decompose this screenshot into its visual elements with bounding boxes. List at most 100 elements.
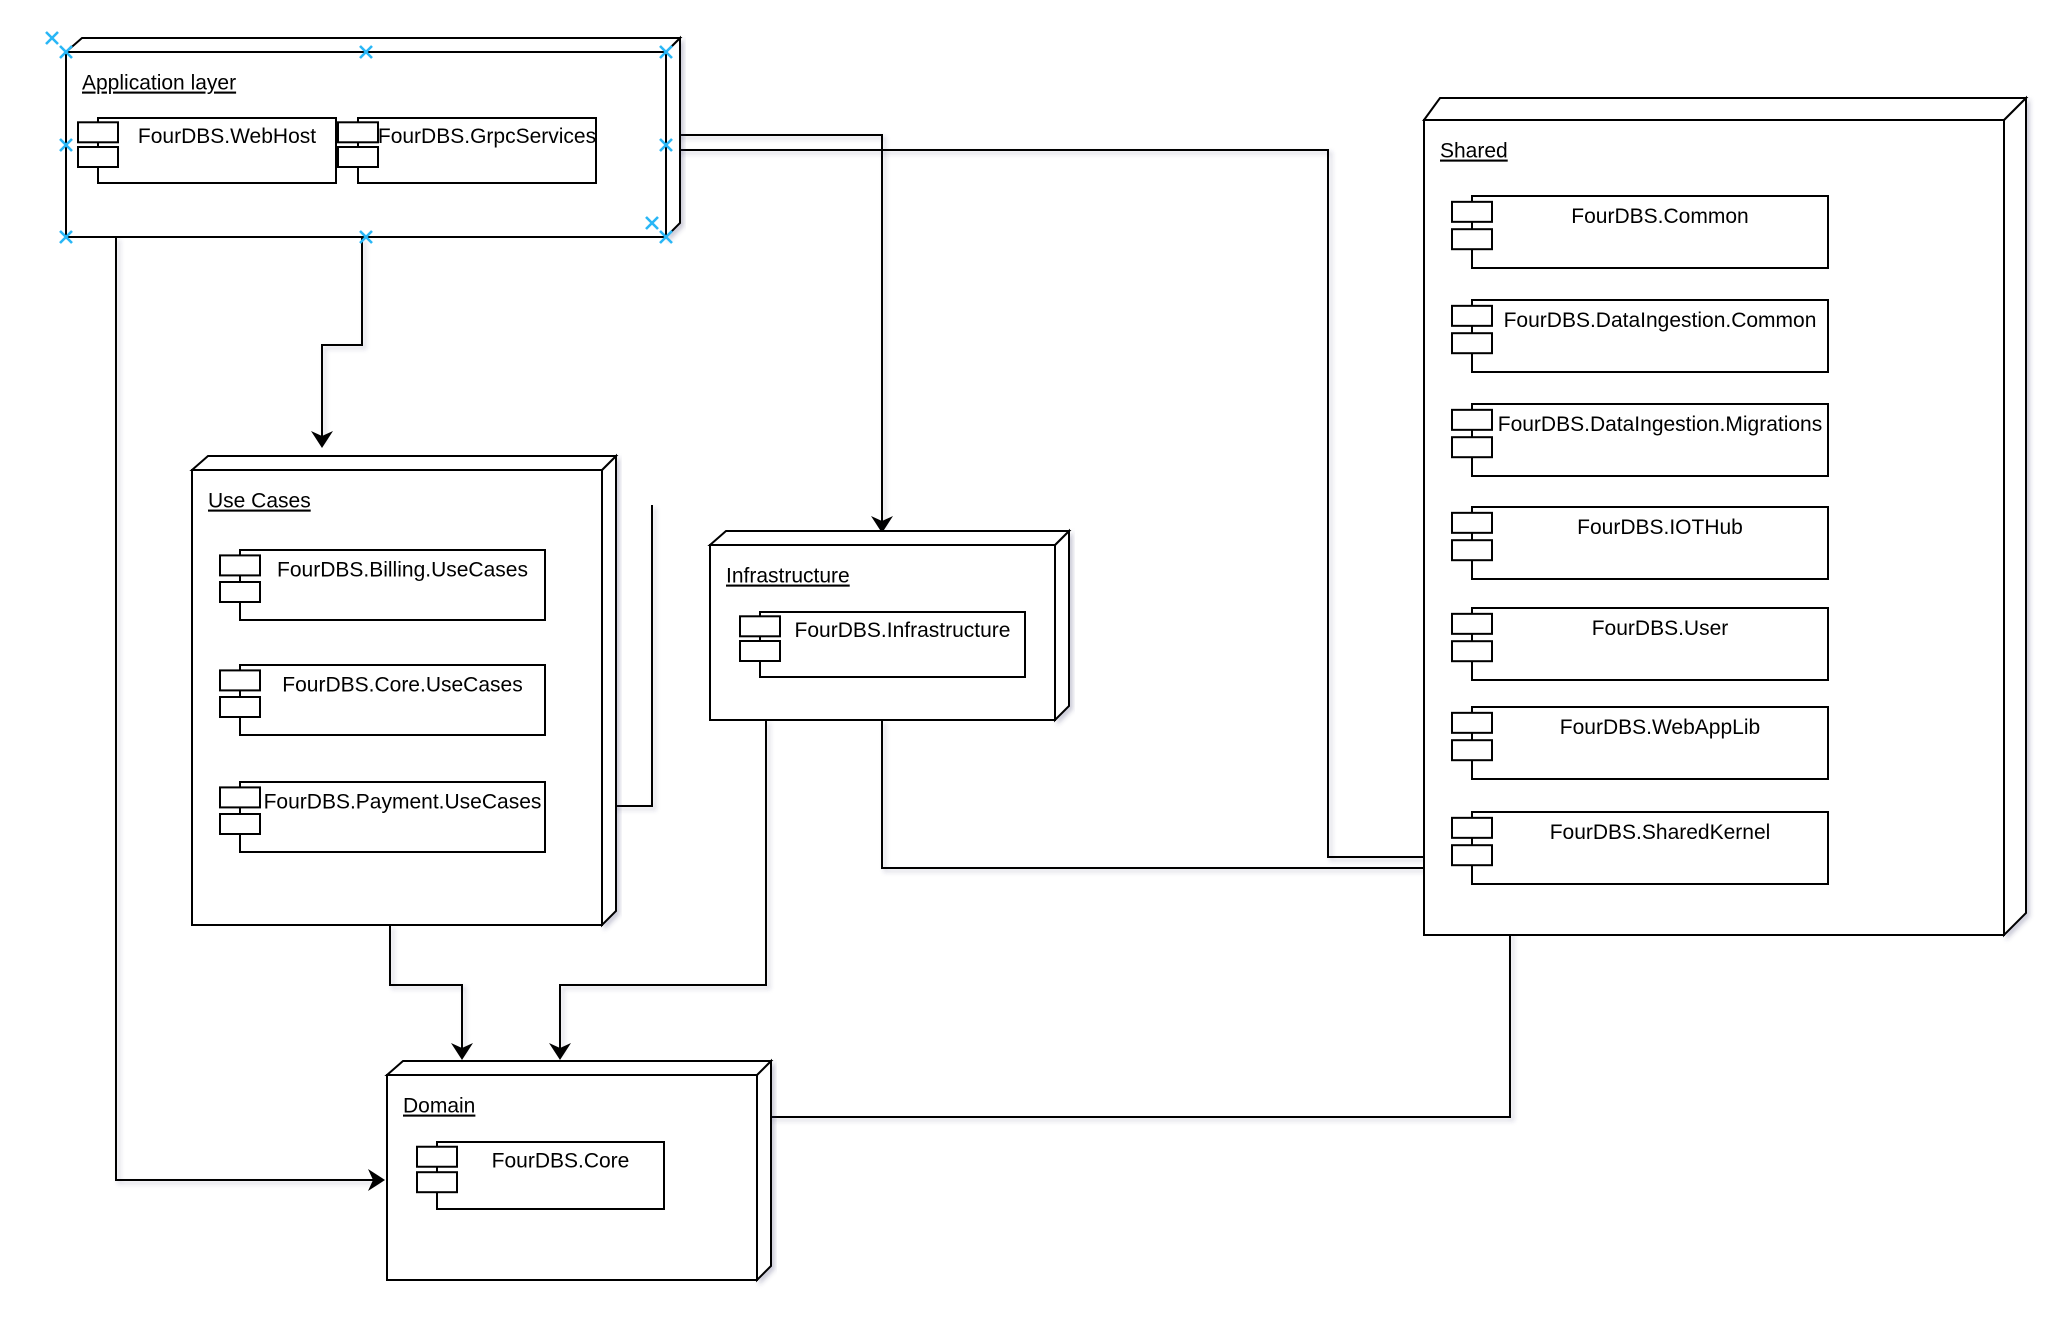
component-fourdbs-core[interactable]: FourDBS.Core [416, 1141, 665, 1210]
edge-app-to-domain[interactable] [115, 237, 385, 1191]
package-label: Domain [403, 1095, 475, 1118]
component-label: FourDBS.WebHost [138, 125, 316, 148]
component-box[interactable] [239, 664, 546, 736]
selection-handle-3[interactable] [59, 138, 73, 152]
component-fourdbs-core-usecases[interactable]: FourDBS.Core.UseCases [219, 664, 546, 736]
component-box[interactable] [1471, 607, 1829, 681]
edge-usecases-to-domain[interactable] [389, 925, 473, 1060]
selection-handle-0[interactable] [59, 45, 73, 59]
component-box[interactable] [97, 117, 337, 184]
arrowhead [368, 1169, 385, 1191]
edge-app-to-sharedkernel[interactable] [666, 149, 1470, 868]
package-top-face [384, 1060, 774, 1076]
package-side-face [756, 1058, 772, 1283]
component-port-tab-1 [1451, 304, 1493, 327]
component-port-tab-1 [1451, 511, 1493, 534]
component-label: FourDBS.DataIngestion.Common [1504, 309, 1817, 332]
component-fourdbs-infrastructure[interactable]: FourDBS.Infrastructure [739, 611, 1026, 678]
component-port-tab-1 [1451, 816, 1493, 839]
component-port-tab-2 [416, 1171, 458, 1194]
component-port-tab-2 [1451, 640, 1493, 663]
component-label: FourDBS.Billing.UseCases [277, 559, 528, 582]
component-label: FourDBS.SharedKernel [1550, 821, 1771, 844]
component-label: FourDBS.GrpcServices [378, 125, 596, 148]
selection-handle-4[interactable] [659, 138, 673, 152]
component-label: FourDBS.Payment.UseCases [264, 791, 542, 814]
component-box[interactable] [239, 549, 546, 621]
component-fourdbs-grpcservices[interactable]: FourDBS.GrpcServices [337, 117, 597, 184]
component-port-tab-1 [739, 615, 781, 638]
arrowhead [549, 1043, 571, 1060]
component-label: FourDBS.IOTHub [1577, 516, 1743, 539]
selection-handle-6[interactable] [359, 230, 373, 244]
component-box[interactable] [1471, 299, 1829, 373]
component-fourdbs-sharedkernel[interactable]: FourDBS.SharedKernel [1451, 811, 1829, 885]
component-box[interactable] [759, 611, 1026, 678]
package-label: Shared [1440, 140, 1508, 163]
arrowhead [311, 431, 333, 448]
component-port-tab-2 [1451, 844, 1493, 867]
component-port-tab-2 [1451, 332, 1493, 355]
component-port-tab-1 [219, 669, 261, 692]
component-fourdbs-common[interactable]: FourDBS.Common [1451, 195, 1829, 269]
component-box[interactable] [239, 781, 546, 853]
component-port-tab-1 [1451, 711, 1493, 734]
package-side-face [601, 453, 617, 928]
component-box[interactable] [1471, 403, 1829, 477]
package-top-face [63, 37, 683, 53]
package-label: Infrastructure [726, 565, 850, 588]
edge-domain-to-sharedkernel[interactable] [757, 886, 1521, 1118]
component-port-tab-1 [77, 121, 119, 144]
arrowhead [451, 1043, 473, 1060]
component-port-tab-2 [219, 581, 261, 603]
component-fourdbs-user[interactable]: FourDBS.User [1451, 607, 1829, 681]
component-fourdbs-dataingestion-common[interactable]: FourDBS.DataIngestion.Common [1451, 299, 1829, 373]
arrowhead [871, 516, 893, 533]
package-use-cases[interactable]: Use CasesFourDBS.Billing.UseCasesFourDBS… [189, 453, 619, 928]
component-port-tab-2 [1451, 436, 1493, 459]
component-box[interactable] [436, 1141, 665, 1210]
edge-infra-to-sharedkernel[interactable] [881, 720, 1470, 879]
selection-handle-2[interactable] [659, 45, 673, 59]
component-port-tab-2 [219, 813, 261, 835]
component-box[interactable] [1471, 706, 1829, 780]
package-top-face [1422, 97, 2029, 121]
component-port-tab-1 [219, 786, 261, 809]
package-shared[interactable]: SharedFourDBS.CommonFourDBS.DataIngestio… [1422, 95, 2029, 938]
component-box[interactable] [1471, 506, 1829, 580]
component-port-tab-1 [1451, 408, 1493, 431]
component-fourdbs-payment-usecases[interactable]: FourDBS.Payment.UseCases [219, 781, 546, 853]
component-label: FourDBS.Core [492, 1150, 630, 1173]
selection-handle-1[interactable] [359, 45, 373, 59]
package-top-face [707, 530, 1072, 546]
component-box[interactable] [1471, 811, 1829, 885]
component-port-tab-2 [219, 696, 261, 718]
component-port-tab-2 [77, 146, 119, 168]
component-box[interactable] [1471, 195, 1829, 269]
selection-handle-9[interactable] [645, 216, 659, 230]
selection-handle-7[interactable] [659, 230, 673, 244]
component-port-tab-2 [1451, 739, 1493, 762]
package-side-face [1054, 528, 1070, 723]
component-port-tab-2 [1451, 539, 1493, 562]
component-fourdbs-iothub[interactable]: FourDBS.IOTHub [1451, 506, 1829, 580]
component-port-tab-1 [219, 554, 261, 577]
edge-app-to-infrastructure[interactable] [666, 134, 893, 533]
edge-infra-to-domain[interactable] [549, 720, 767, 1060]
component-label: FourDBS.DataIngestion.Migrations [1498, 413, 1823, 436]
selection-handle-5[interactable] [59, 230, 73, 244]
component-fourdbs-dataingestion-migrations[interactable]: FourDBS.DataIngestion.Migrations [1451, 403, 1829, 477]
component-fourdbs-webapplib[interactable]: FourDBS.WebAppLib [1451, 706, 1829, 780]
component-label: FourDBS.Infrastructure [795, 619, 1011, 642]
component-fourdbs-billing-usecases[interactable]: FourDBS.Billing.UseCases [219, 549, 546, 621]
selection-handle-8[interactable] [45, 31, 59, 45]
edge-app-to-usecases[interactable] [311, 237, 363, 448]
selection-handles-layer[interactable] [45, 31, 673, 244]
component-fourdbs-webhost[interactable]: FourDBS.WebHost [77, 117, 337, 184]
